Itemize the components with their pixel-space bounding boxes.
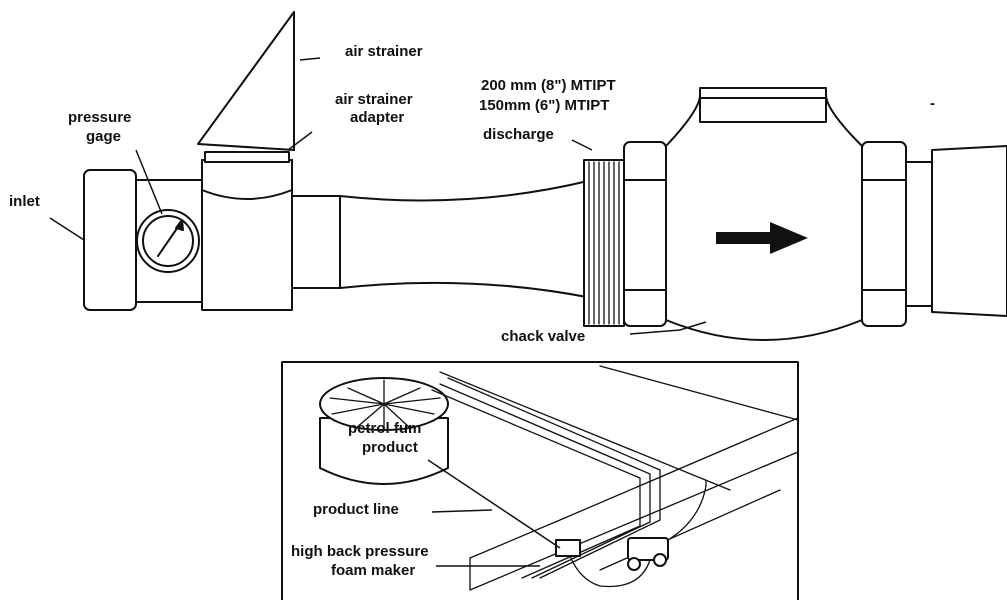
label-air-strainer-adapter-2: adapter — [350, 109, 404, 126]
tank-installation-inset — [281, 361, 799, 601]
leader-lines — [49, 57, 707, 335]
product-pipes — [431, 377, 781, 579]
label-pressure-gage-1: pressure — [68, 109, 131, 126]
foam-maker-device — [555, 479, 707, 588]
label-product-line: product line — [313, 501, 399, 518]
check-valve — [623, 87, 1007, 341]
label-mtipt-6in: 150mm (6") MTIPT — [479, 97, 609, 114]
label-mtipt-8in: 200 mm (8") MTIPT — [481, 77, 616, 94]
label-air-strainer-adapter-1: air strainer — [335, 91, 413, 108]
label-petrol-2: product — [362, 439, 418, 456]
discharge-thread — [583, 159, 625, 327]
label-discharge: discharge — [483, 126, 554, 143]
label-dash: - — [930, 95, 935, 112]
foam-maker-assembly — [49, 11, 1007, 341]
label-pressure-gage-2: gage — [86, 128, 121, 145]
pressure-gauge-icon — [136, 209, 200, 273]
petrol-tank — [319, 377, 449, 485]
strainer-body — [201, 151, 293, 311]
air-strainer — [197, 11, 295, 151]
label-check-valve: chack valve — [501, 328, 585, 345]
label-inlet: inlet — [9, 193, 40, 210]
label-petrol-1: petrol fum — [348, 420, 421, 437]
arrow-right-icon — [716, 222, 808, 254]
label-foam-maker-2: foam maker — [331, 562, 415, 579]
label-foam-maker-1: high back pressure — [291, 543, 429, 560]
label-air-strainer: air strainer — [345, 43, 423, 60]
venturi-pipe — [291, 179, 593, 299]
